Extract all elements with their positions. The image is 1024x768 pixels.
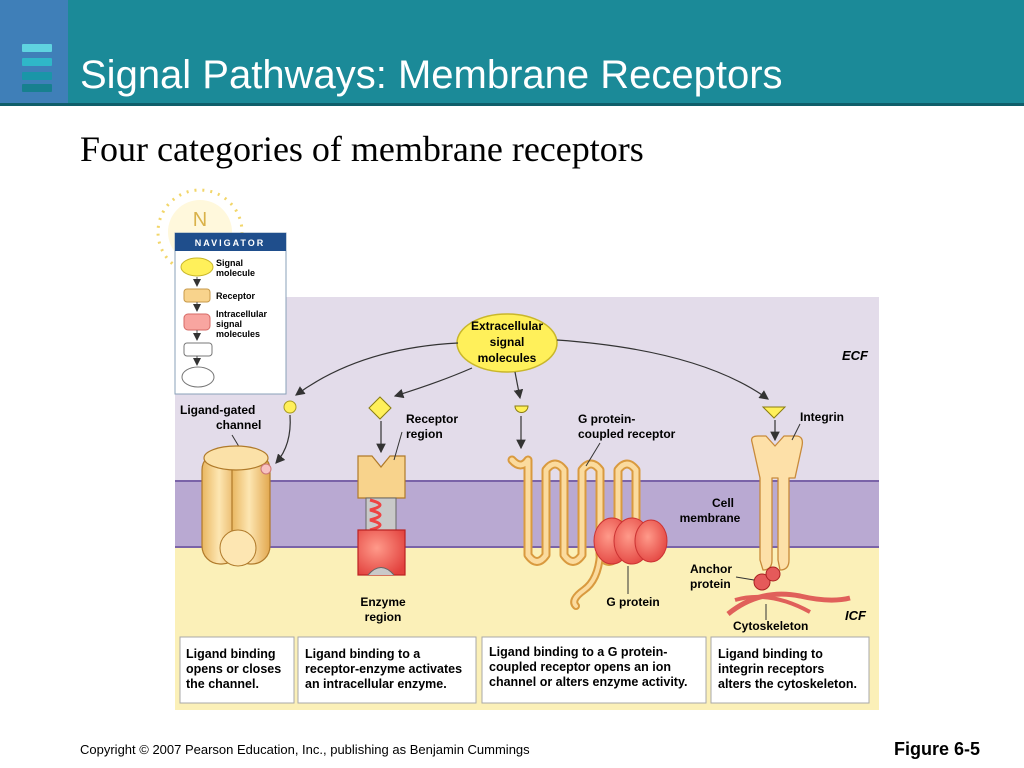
- caption-gpcr-3: channel or alters enzyme activity.: [489, 675, 687, 689]
- caption-enzyme-3: an intracellular enzyme.: [305, 677, 447, 691]
- arrow-to-channel: [295, 342, 459, 396]
- caption-integrin-2: integrin receptors: [718, 662, 824, 676]
- g-protein-label: G protein: [606, 595, 659, 609]
- nav-receptor-swatch: [183, 288, 211, 303]
- gpcr-ligand: [514, 405, 529, 413]
- caption-integrin: Ligand binding to integrin receptors alt…: [710, 636, 870, 704]
- signal-source-label-3: molecules: [478, 351, 537, 365]
- cytoskeleton-label: Cytoskeleton: [733, 619, 808, 633]
- navigator-heading: NAVIGATOR: [195, 238, 266, 248]
- caption-receptor-enzyme: Ligand binding to a receptor-enzyme acti…: [297, 636, 477, 704]
- membrane-label-2: membrane: [680, 511, 741, 525]
- nav-signal-label: Signal: [216, 258, 243, 268]
- title-divider: [0, 103, 1024, 106]
- slide-subtitle: Four categories of membrane receptors: [80, 129, 644, 169]
- navigator-panel: NAVIGATOR Signal molecule Receptor Intra…: [174, 232, 287, 395]
- logo-bar-icon: [22, 72, 52, 80]
- caption-enzyme-1: Ligand binding to a: [305, 647, 421, 661]
- slide-title: Signal Pathways: Membrane Receptors: [80, 53, 783, 97]
- signal-source-label-2: signal: [490, 335, 525, 349]
- ligand-gated-label-1: Ligand-gated: [180, 403, 255, 417]
- caption-channel-1: Ligand binding: [186, 647, 276, 661]
- caption-channel-3: the channel.: [186, 677, 259, 691]
- enzyme-region-label-2: region: [365, 610, 402, 624]
- receptor-enzyme: Receptor region Enzyme region: [357, 396, 458, 624]
- icf-label: ICF: [845, 608, 867, 623]
- anchor-protein-label-2: protein: [690, 577, 731, 591]
- slide-logo: [0, 0, 68, 106]
- nav-empty-step: [183, 342, 213, 357]
- nav-signal-label-2: molecule: [216, 268, 255, 278]
- caption-gpcr: Ligand binding to a G protein- coupled r…: [481, 636, 707, 704]
- logo-bar-icon: [22, 44, 52, 52]
- gpcr-label-2: coupled receptor: [578, 427, 676, 441]
- nav-signal-swatch: [180, 257, 214, 277]
- ecf-label: ECF: [842, 348, 869, 363]
- arrow-to-integrin: [556, 339, 769, 400]
- integrin-receptor: Integrin Anchor protein Cytoskeleton: [690, 406, 851, 633]
- arrow-to-gpcr: [513, 371, 524, 400]
- logo-bar-icon: [22, 58, 52, 66]
- integrin-ligand: [761, 406, 787, 419]
- receptor-region-label-2: region: [406, 427, 443, 441]
- caption-integrin-3: alters the cytoskeleton.: [718, 677, 857, 691]
- nav-intracellular-label-3: molecules: [216, 329, 260, 339]
- navigator-badge: N: [193, 209, 207, 231]
- signal-source-label-1: Extracellular: [471, 319, 543, 333]
- anchor-protein-label-1: Anchor: [690, 562, 732, 576]
- title-bar: Signal Pathways: Membrane Receptors: [0, 0, 1024, 106]
- gpcr-label-1: G protein-: [578, 412, 635, 426]
- caption-gpcr-1: Ligand binding to a G protein-: [489, 645, 667, 659]
- membrane-label-1: Cell: [712, 496, 734, 510]
- nav-intracellular-label: Intracellular: [216, 309, 268, 319]
- caption-channel-2: opens or closes: [186, 662, 281, 676]
- logo-bar-icon: [22, 84, 52, 92]
- integrin-label: Integrin: [800, 410, 844, 424]
- receptor-region-label-1: Receptor: [406, 412, 458, 426]
- arrow-to-receptor-enzyme: [393, 367, 473, 399]
- copyright-notice: Copyright © 2007 Pearson Education, Inc.…: [80, 742, 530, 757]
- nav-receptor-label: Receptor: [216, 291, 256, 301]
- enzyme-ligand: [368, 396, 392, 420]
- caption-integrin-1: Ligand binding to: [718, 647, 823, 661]
- ligand-gated-channel: Ligand-gated channel: [180, 400, 297, 567]
- nav-empty-end: [181, 366, 215, 388]
- g-protein-coupled-receptor: G protein- coupled receptor G protein: [507, 405, 676, 610]
- nav-intracellular-swatch: [183, 313, 211, 331]
- caption-channel: Ligand binding opens or closes the chann…: [179, 636, 295, 704]
- caption-gpcr-2: coupled receptor opens an ion: [489, 660, 671, 674]
- ligand-gated-label-2: channel: [216, 418, 261, 432]
- nav-intracellular-label-2: signal: [216, 319, 242, 329]
- figure-number: Figure 6-5: [894, 739, 981, 759]
- caption-enzyme-2: receptor-enzyme activates: [305, 662, 462, 676]
- channel-ligand: [283, 400, 297, 414]
- enzyme-region-label-1: Enzyme: [360, 595, 406, 609]
